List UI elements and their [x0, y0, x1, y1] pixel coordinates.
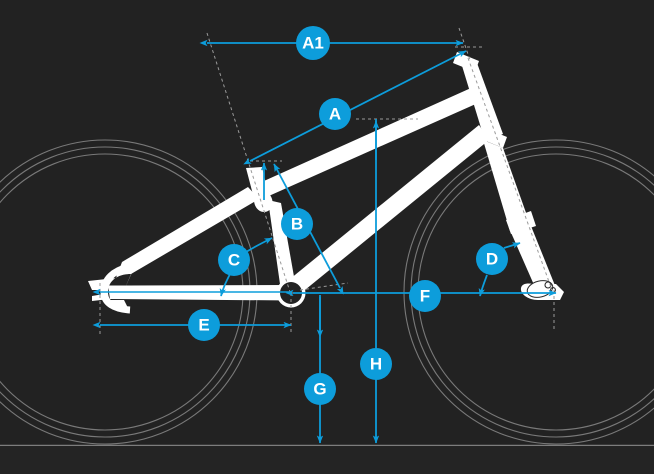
dimension-leader-c-lower	[219, 273, 231, 297]
fork-steerer-axis	[467, 57, 553, 291]
label-b-text: B	[291, 215, 303, 234]
label-h-text: H	[370, 355, 382, 374]
label-a-text: A	[329, 105, 341, 124]
label-bubble-h[interactable]: H	[360, 348, 392, 380]
label-bubble-b[interactable]: B	[281, 208, 313, 240]
label-g-text: G	[313, 380, 326, 399]
label-bubble-a1[interactable]: A1	[296, 26, 330, 60]
head-tube	[459, 56, 503, 141]
fork-seal-collar	[506, 211, 536, 234]
label-bubble-d[interactable]: D	[476, 243, 508, 275]
fork-lower-leg	[509, 221, 556, 294]
label-e-text: E	[198, 316, 209, 335]
dimension-leader-d-upper	[503, 242, 521, 249]
fork-stanchion	[483, 140, 530, 231]
label-bubble-g[interactable]: G	[304, 373, 336, 405]
label-bubble-a[interactable]: A	[319, 98, 351, 130]
head-tube-bottom-cup	[481, 128, 507, 148]
label-d-text: D	[486, 250, 498, 269]
seatstay-tube	[122, 187, 259, 274]
label-a1-text: A1	[302, 34, 324, 53]
label-f-text: F	[420, 287, 430, 306]
ground-surface	[0, 446, 654, 474]
label-c-text: C	[228, 251, 240, 270]
label-bubble-c[interactable]: C	[218, 244, 250, 276]
measurement-label-group: A1 A B C D	[188, 26, 508, 405]
label-bubble-e[interactable]: E	[188, 309, 220, 341]
dimension-line-a	[243, 50, 467, 165]
label-bubble-f[interactable]: F	[409, 280, 441, 312]
dimension-leader-c-upper	[245, 237, 273, 253]
